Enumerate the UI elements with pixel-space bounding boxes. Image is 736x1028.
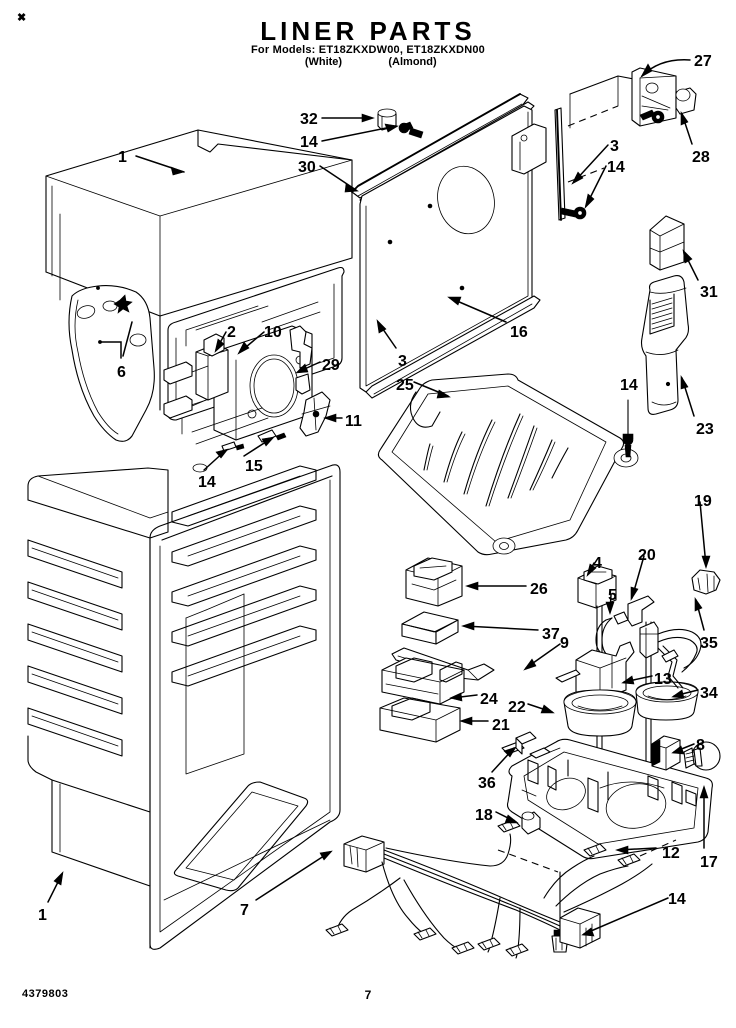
callout-9: 9 bbox=[560, 635, 569, 652]
part-23-defrost-timer-housing bbox=[640, 275, 690, 415]
part-1-cabinet-liner-upper bbox=[45, 129, 353, 421]
part-26-control-box bbox=[405, 557, 463, 607]
footer-page-number: 7 bbox=[364, 988, 372, 1002]
callout-7: 7 bbox=[240, 902, 249, 919]
callout-4: 4 bbox=[593, 555, 602, 572]
finish-labels: (White) (Almond) bbox=[0, 56, 736, 68]
part-7-wiring-harness bbox=[325, 819, 677, 959]
callout-21: 21 bbox=[492, 717, 510, 734]
callout-14-bottom: 14 bbox=[668, 891, 686, 908]
callout-14-rail: 14 bbox=[607, 159, 625, 176]
callout-37: 37 bbox=[542, 626, 560, 643]
part-31-cover-cap bbox=[649, 215, 685, 271]
part-21-foam-block bbox=[379, 697, 461, 743]
callout-20: 20 bbox=[638, 547, 656, 564]
models-line: For Models: ET18ZKXDW00, ET18ZKXDN00 bbox=[251, 44, 485, 56]
page-title: LINER PARTS bbox=[260, 16, 476, 46]
callout-19: 19 bbox=[694, 493, 712, 510]
part-37-gasket-frame bbox=[401, 611, 459, 645]
part-27-hinge-plate bbox=[631, 67, 677, 127]
callout-16: 16 bbox=[510, 324, 528, 341]
callout-32: 32 bbox=[300, 111, 318, 128]
callout-11: 11 bbox=[345, 413, 362, 430]
callout-36: 36 bbox=[478, 775, 496, 792]
callout-26: 26 bbox=[530, 581, 548, 598]
callout-3-right: 3 bbox=[610, 138, 619, 155]
part-14-screw-rail bbox=[560, 206, 587, 220]
corner-registration-mark: ✖ bbox=[17, 12, 27, 24]
callout-23: 23 bbox=[696, 421, 714, 438]
callout-10: 10 bbox=[264, 324, 282, 341]
callout-2: 2 bbox=[227, 324, 236, 341]
part-17-lamp-socket bbox=[651, 735, 681, 771]
part-25-drip-pan-cover bbox=[377, 373, 639, 556]
leader-lines bbox=[47, 59, 711, 937]
callout-22: 22 bbox=[508, 699, 526, 716]
part-1-cabinet-liner-lower bbox=[27, 464, 341, 950]
callout-29: 29 bbox=[322, 357, 340, 374]
callout-30: 30 bbox=[298, 159, 316, 176]
callout-31: 31 bbox=[700, 284, 718, 301]
part-22-drain-cup bbox=[563, 689, 637, 737]
part-18-plug-bushing bbox=[521, 811, 541, 835]
callout-18: 18 bbox=[475, 807, 493, 824]
vertical-rail-strip bbox=[554, 75, 671, 221]
part-20-valve-bracket bbox=[613, 595, 659, 659]
callout-14-fan: 14 bbox=[198, 474, 216, 491]
callout-6: 6 bbox=[117, 364, 126, 381]
part-14-screw-drip-pan bbox=[622, 399, 634, 458]
callout-1-upper: 1 bbox=[118, 149, 127, 166]
part-14-screw-hinge bbox=[639, 109, 665, 124]
callout-3-left: 3 bbox=[398, 353, 407, 370]
callout-24: 24 bbox=[480, 691, 498, 708]
callout-8: 8 bbox=[696, 737, 705, 754]
part-19-clamp bbox=[691, 569, 721, 595]
part-28-plug-cap bbox=[675, 87, 697, 115]
part-14-screw-top bbox=[398, 121, 424, 139]
part-36-clip bbox=[515, 731, 537, 755]
callout-28: 28 bbox=[692, 149, 710, 166]
callout-34: 34 bbox=[700, 685, 718, 702]
part-8-light-bulb bbox=[683, 741, 721, 771]
part-6-air-duct-baffle bbox=[68, 285, 155, 442]
callout-27: 27 bbox=[694, 53, 712, 70]
callout-12: 12 bbox=[662, 845, 680, 862]
callout-25: 25 bbox=[396, 377, 414, 394]
callout-13: 13 bbox=[654, 671, 672, 688]
callout-14-drip-pan: 14 bbox=[620, 377, 638, 394]
callout-15: 15 bbox=[245, 458, 263, 475]
finish-white-label: (White) bbox=[304, 56, 343, 68]
part-assembly-evaporator-fan bbox=[163, 301, 331, 473]
callout-14-trim: 14 bbox=[300, 134, 318, 151]
part-16-rear-panel-edge bbox=[365, 295, 541, 399]
callout-1-lower: 1 bbox=[38, 907, 47, 924]
part-24-foam-block bbox=[381, 657, 465, 705]
callout-35: 35 bbox=[700, 635, 718, 652]
finish-almond-label: (Almond) bbox=[388, 56, 437, 68]
part-35-water-tube bbox=[657, 628, 702, 689]
callout-17: 17 bbox=[700, 854, 718, 871]
callout-5: 5 bbox=[608, 587, 617, 604]
footer-part-number: 4379803 bbox=[22, 988, 69, 1000]
part-12-base-pan bbox=[501, 738, 713, 860]
